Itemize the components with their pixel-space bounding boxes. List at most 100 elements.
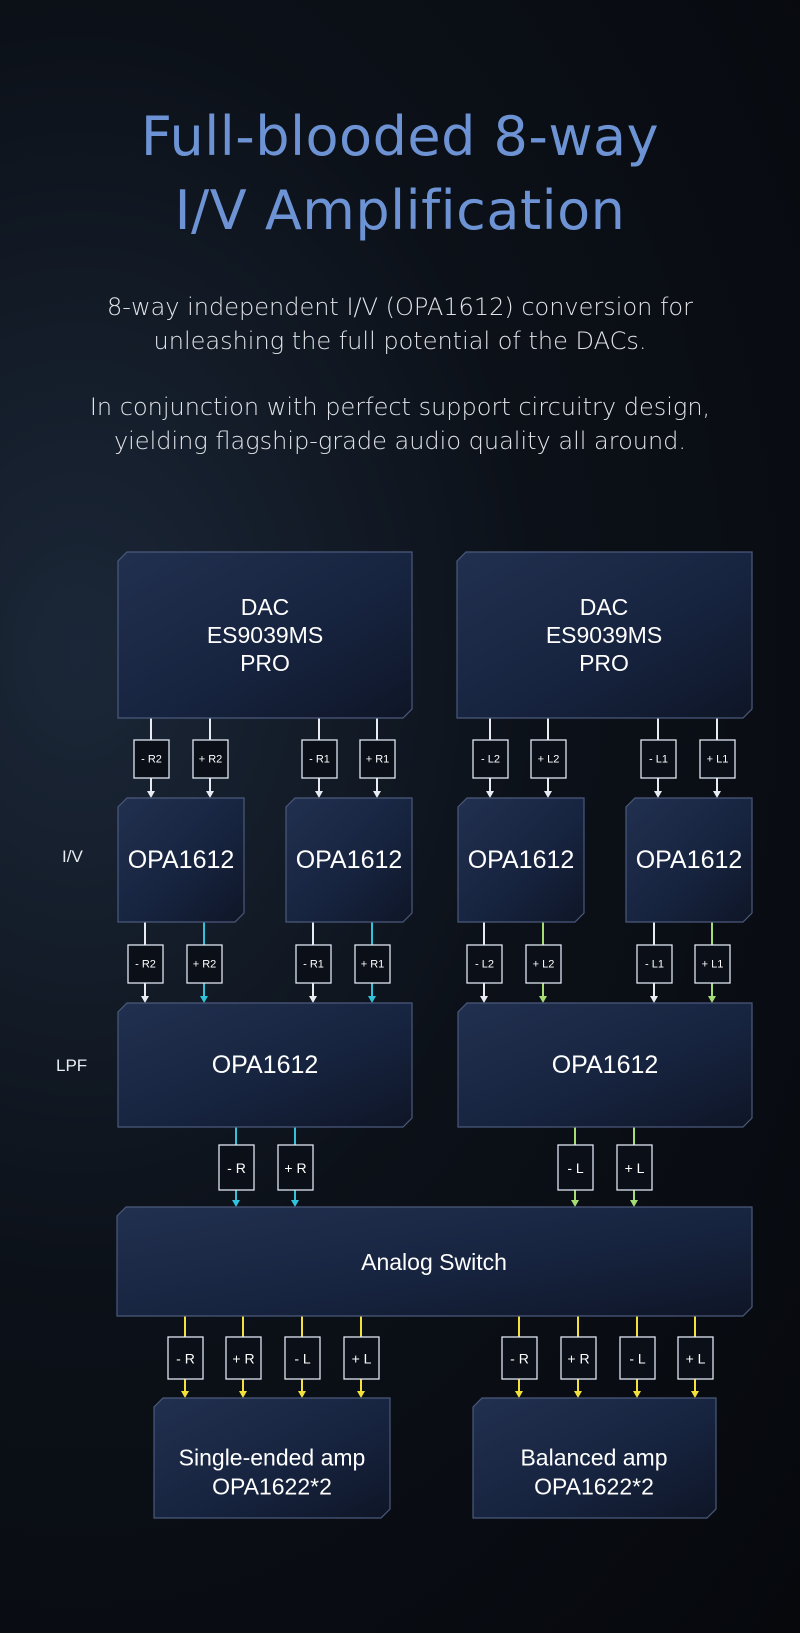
iv-out-2-tag-text: + R2 — [193, 959, 217, 971]
dac-out-8-arrow — [713, 791, 721, 798]
lpf-out-2-arrow — [291, 1200, 299, 1207]
switch-out-2-arrow — [239, 1391, 247, 1398]
switch-out-8-arrow — [691, 1391, 699, 1398]
iv-out-7-arrow — [650, 996, 658, 1003]
single-ended-amp-box — [153, 1397, 391, 1519]
iv-chip-4-text-line-1: OPA1612 — [636, 846, 743, 874]
dac-out-2-tag-text: + R2 — [199, 754, 223, 766]
switch-out-3-tag-text: - L — [294, 1351, 311, 1367]
balanced-amp-text-line-1: Balanced amp — [520, 1445, 667, 1471]
dac-out-8-tag-text: + L1 — [707, 754, 729, 766]
lpf-out-1-tag-text: - R — [227, 1160, 246, 1176]
single-ended-amp-text-line-1: Single-ended amp — [179, 1445, 366, 1471]
iv-out-8-tag-text: + L1 — [702, 959, 724, 971]
analog-switch-box — [116, 1206, 753, 1317]
lpf-out-3-arrow — [571, 1200, 579, 1207]
iv-out-4-tag-text: + R1 — [361, 959, 385, 971]
dac-out-5-arrow — [486, 791, 494, 798]
switch-out-3-tag — [284, 1336, 321, 1380]
lpf-out-2-tag — [277, 1144, 314, 1191]
dac-out-3-tag-text: - R1 — [309, 754, 330, 766]
iv-out-7-tag — [636, 944, 673, 984]
lpf-right-text-line-1: OPA1612 — [552, 1051, 659, 1079]
iv-chip-2 — [285, 797, 413, 923]
iv-out-6-tag — [525, 944, 562, 984]
dac-left-text-line-3: PRO — [240, 650, 290, 676]
iv-out-5-tag — [466, 944, 503, 984]
switch-out-2-tag-text: + R — [232, 1351, 254, 1367]
title-line-2: I/V Amplification — [174, 179, 626, 242]
description-paragraph-1: 8-way independent I/V (OPA1612) conversi… — [0, 290, 800, 358]
lpf-out-4-tag-text: + L — [625, 1160, 645, 1176]
switch-out-7-tag-text: - L — [629, 1351, 646, 1367]
iv-out-7-tag-text: - L1 — [645, 959, 664, 971]
dac-left-text-line-2: ES9039MS — [207, 622, 323, 648]
iv-stage-label: I/V — [62, 847, 83, 866]
dac-out-7-tag-text: - L1 — [649, 754, 668, 766]
iv-out-2-arrow — [200, 996, 208, 1003]
switch-out-7-arrow — [633, 1391, 641, 1398]
iv-out-8-tag — [694, 944, 731, 984]
switch-out-4-tag-text: + L — [352, 1351, 372, 1367]
iv-out-6-arrow — [539, 996, 547, 1003]
balanced-amp-box — [472, 1397, 717, 1519]
switch-out-7-tag — [619, 1336, 656, 1380]
iv-chip-3-text-line-1: OPA1612 — [468, 846, 575, 874]
dac-out-4-tag-text: + R1 — [366, 754, 390, 766]
lpf-out-1-tag — [218, 1144, 255, 1191]
iv-chip-1 — [117, 797, 245, 923]
dac-right-text-line-3: PRO — [579, 650, 629, 676]
para1-line-2: unleashing the full potential of the DAC… — [153, 327, 647, 355]
page-title: Full-blooded 8-way I/V Amplification — [0, 100, 800, 248]
iv-out-1-arrow — [141, 996, 149, 1003]
iv-out-1-tag — [127, 944, 164, 984]
lpf-out-3-tag-text: - L — [567, 1160, 584, 1176]
switch-out-6-arrow — [574, 1391, 582, 1398]
dac-right-text-line-1: DAC — [580, 594, 629, 620]
switch-out-1-arrow — [181, 1391, 189, 1398]
switch-out-4-arrow — [357, 1391, 365, 1398]
dac-out-2-tag — [192, 739, 229, 779]
lpf-stage-label: LPF — [56, 1056, 87, 1075]
iv-out-2-tag — [186, 944, 223, 984]
balanced-amp-text-line-2: OPA1622*2 — [534, 1474, 654, 1500]
dac-out-6-tag — [530, 739, 567, 779]
iv-out-5-tag-text: - L2 — [475, 959, 494, 971]
iv-out-1-tag-text: - R2 — [135, 959, 156, 971]
dac-left-box — [117, 551, 413, 719]
dac-out-8-tag — [699, 739, 736, 779]
iv-out-3-tag-text: - R1 — [303, 959, 324, 971]
iv-out-3-arrow — [309, 996, 317, 1003]
iv-out-6-tag-text: + L2 — [533, 959, 555, 971]
switch-out-5-tag — [501, 1336, 538, 1380]
iv-out-3-tag — [295, 944, 332, 984]
iv-out-5-arrow — [480, 996, 488, 1003]
para2-line-1: In conjunction with perfect support circ… — [89, 393, 711, 421]
switch-out-5-tag-text: - R — [510, 1351, 529, 1367]
dac-out-4-tag — [359, 739, 396, 779]
lpf-out-1-arrow — [232, 1200, 240, 1207]
iv-out-8-arrow — [708, 996, 716, 1003]
dac-left-text-line-1: DAC — [241, 594, 290, 620]
dac-out-6-tag-text: + L2 — [538, 754, 560, 766]
lpf-left-text-line-1: OPA1612 — [212, 1051, 319, 1079]
switch-out-3-arrow — [298, 1391, 306, 1398]
iv-out-4-tag — [354, 944, 391, 984]
lpf-out-2-tag-text: + R — [284, 1160, 306, 1176]
dac-out-4-arrow — [373, 791, 381, 798]
dac-out-5-tag-text: - L2 — [481, 754, 500, 766]
dac-right-box — [456, 551, 753, 719]
dac-out-7-tag — [640, 739, 677, 779]
switch-out-6-tag — [560, 1336, 597, 1380]
dac-out-7-arrow — [654, 791, 662, 798]
switch-out-1-tag-text: - R — [176, 1351, 195, 1367]
dac-out-1-arrow — [147, 791, 155, 798]
iv-chip-4 — [625, 797, 753, 923]
iv-chip-2-text-line-1: OPA1612 — [296, 846, 403, 874]
analog-switch-text-line-1: Analog Switch — [361, 1249, 507, 1275]
lpf-out-3-tag — [557, 1144, 594, 1191]
dac-out-3-tag — [301, 739, 338, 779]
dac-out-5-tag — [472, 739, 509, 779]
switch-out-1-tag — [167, 1336, 204, 1380]
